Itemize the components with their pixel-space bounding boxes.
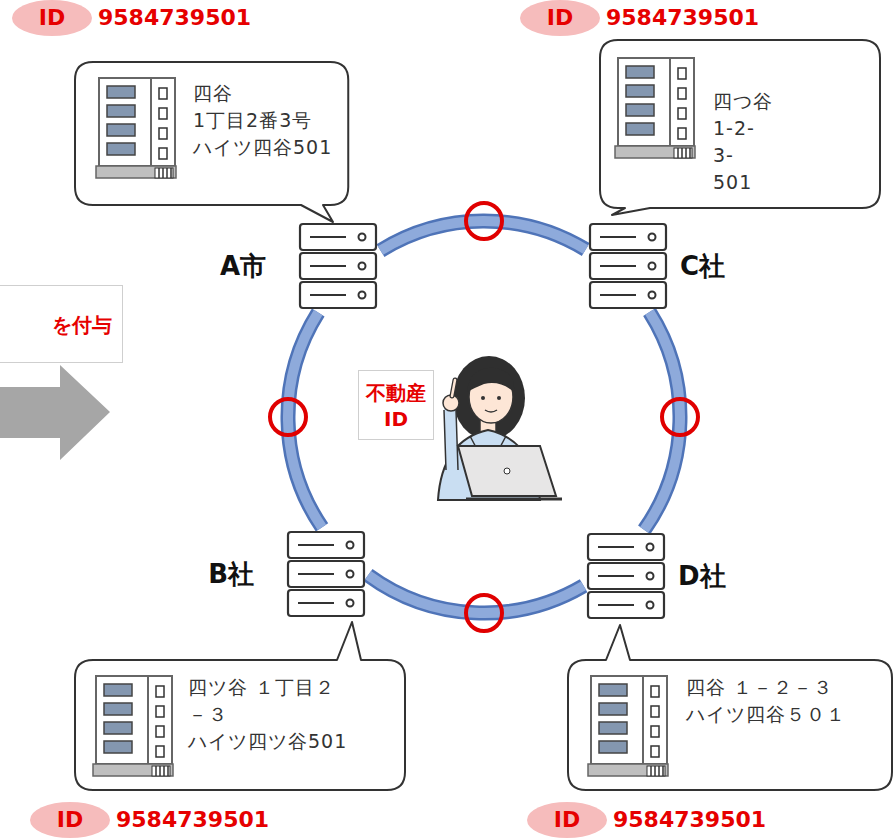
server-icon xyxy=(586,532,666,620)
server: C社 xyxy=(588,222,668,310)
id-label: ID xyxy=(12,0,92,36)
id-badge: ID9584739501 xyxy=(527,802,607,838)
bubble-shape xyxy=(75,622,405,790)
note-text: を付与 xyxy=(52,312,112,338)
id-badge: ID9584739501 xyxy=(520,0,600,36)
note-box: を付与 xyxy=(0,285,123,363)
id-box: 不動産 ID xyxy=(358,370,434,440)
id-number: 9584739501 xyxy=(116,802,269,838)
server-label: D社 xyxy=(678,559,726,594)
speech-bubble: 四谷 1丁目2番3号 ハイツ四谷501 xyxy=(75,62,348,205)
ring-edge xyxy=(368,575,583,613)
server: D社 xyxy=(586,532,666,620)
server-label: C社 xyxy=(680,249,725,284)
server-icon xyxy=(298,222,378,310)
id-number: 9584739501 xyxy=(613,802,766,838)
bubble-shape xyxy=(568,625,892,790)
building-icon xyxy=(588,676,668,776)
ring-fill xyxy=(381,221,586,251)
ring-segment xyxy=(381,221,586,251)
id-label: ID xyxy=(30,802,110,838)
building-icon xyxy=(615,58,695,158)
link-circle xyxy=(466,595,502,631)
id-number: 9584739501 xyxy=(606,0,759,36)
address-text: 四谷 １－２－３ ハイツ四谷５０１ xyxy=(686,674,846,728)
speech-bubble: 四つ谷 1-2-3-501 xyxy=(600,40,880,208)
address-text: 四ツ谷 １丁目２－３ ハイツ四ツ谷501 xyxy=(188,674,347,755)
link-circle xyxy=(662,399,698,435)
bubble-shape xyxy=(75,62,348,222)
ring-fill xyxy=(368,575,583,613)
building-icon xyxy=(93,676,173,776)
server-label: A市 xyxy=(220,249,266,284)
server-icon xyxy=(588,222,668,310)
address-text: 四つ谷 1-2-3-501 xyxy=(713,88,773,196)
speech-bubble: 四ツ谷 １丁目２－３ ハイツ四ツ谷501 xyxy=(75,660,405,790)
bubble-shape xyxy=(600,40,880,215)
server-label: B社 xyxy=(208,557,254,592)
address-text: 四谷 1丁目2番3号 ハイツ四谷501 xyxy=(193,80,332,161)
person-illustration xyxy=(438,356,562,500)
id-badge: ID9584739501 xyxy=(30,802,110,838)
server-icon xyxy=(286,530,366,618)
link-circle xyxy=(466,203,502,239)
id-label: ID xyxy=(527,802,607,838)
id-badge: ID9584739501 xyxy=(12,0,92,36)
link-circle xyxy=(270,399,306,435)
speech-bubble: 四谷 １－２－３ ハイツ四谷５０１ xyxy=(568,660,892,790)
id-label: ID xyxy=(520,0,600,36)
ring-segment xyxy=(368,575,583,613)
ring-edge xyxy=(381,221,586,251)
arrow-shape xyxy=(0,365,110,460)
server: B社 xyxy=(286,530,366,618)
building-icon xyxy=(96,78,176,178)
id-number: 9584739501 xyxy=(98,0,251,36)
id-box-text: 不動産 ID xyxy=(366,380,426,432)
server: A市 xyxy=(298,222,378,310)
